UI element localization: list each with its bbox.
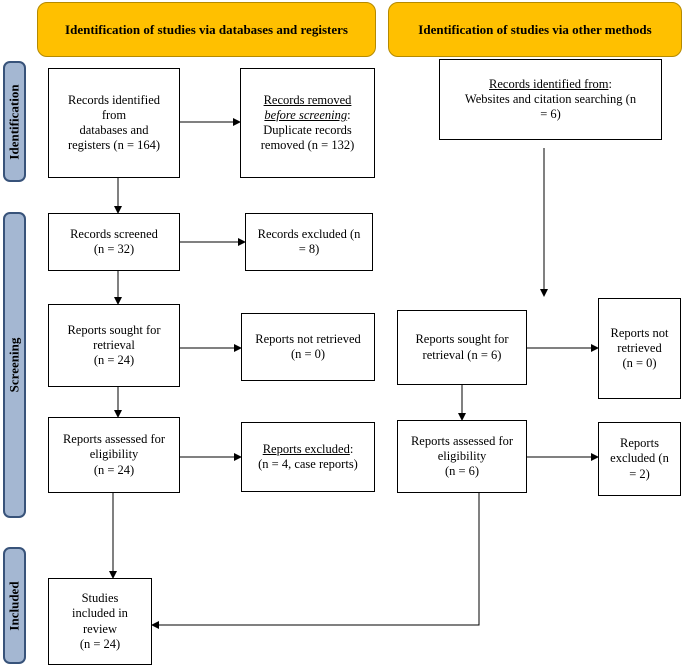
db-records-screened-box: Records screened (n = 32): [48, 213, 180, 271]
db-assessed-line1: Reports assessed for: [62, 432, 166, 447]
phase-identification: Identification: [3, 61, 26, 182]
other-reports-not-retrieved-box: Reports not retrieved (n = 0): [598, 298, 681, 399]
db-screened-line2: (n = 32): [93, 242, 135, 256]
other-assessed-line3: (n = 6): [444, 464, 480, 479]
db-records-removed-box: Records removed before screening: Duplic…: [240, 68, 375, 178]
other-sought-line2: retrieval (n = 6): [422, 347, 502, 362]
header-other-methods: Identification of studies via other meth…: [388, 2, 682, 57]
studies-included-box: Studies included in review (n = 24): [48, 578, 152, 665]
other-records-identified-box: Records identified from: Websites and ci…: [439, 59, 662, 140]
other-identified-line1: Websites and citation searching (n: [464, 91, 637, 106]
db-excluded-line1: Records excluded (n: [257, 226, 361, 241]
other-not-retrieved-line3: (n = 0): [622, 356, 657, 371]
header-databases-text: Identification of studies via databases …: [65, 21, 348, 37]
db-removed-title: Records removed: [264, 93, 352, 108]
other-identified-colon: :: [608, 76, 612, 91]
db-removed-line2: removed (n = 132): [260, 138, 355, 153]
db-sought-line3: (n = 24): [93, 353, 135, 368]
included-line3: review: [82, 621, 117, 636]
db-sought-line2: retrieval: [93, 337, 135, 352]
other-identified-title: Records identified from:: [489, 77, 612, 92]
other-assessed-line1: Reports assessed for: [410, 433, 514, 448]
db-reports-excluded-box: Reports excluded: (n = 4, case reports): [241, 422, 375, 492]
other-not-retrieved-line1: Reports not: [610, 325, 669, 340]
phase-identification-label: Identification: [6, 83, 22, 160]
db-reports-not-retrieved-box: Reports not retrieved (n = 0): [241, 313, 375, 381]
other-identified-title-text: Records identified from: [489, 76, 609, 91]
other-reports-assessed-box: Reports assessed for eligibility (n = 6): [397, 420, 527, 493]
db-reports-assessed-box: Reports assessed for eligibility (n = 24…: [48, 417, 180, 493]
arrow-other-assessed-to-included: [151, 493, 480, 629]
db-not-retrieved-line1: Reports not retrieved: [255, 331, 361, 346]
db-records-identified-box: Records identified from databases and re…: [48, 68, 180, 178]
db-sought-line1: Reports sought for: [67, 322, 161, 337]
phase-included-label: Included: [6, 580, 22, 631]
db-identified-line2: from: [101, 107, 127, 122]
db-identified-line3: databases and: [79, 123, 149, 137]
db-identified-line4: registers (n = 164): [67, 138, 161, 153]
header-other-text: Identification of studies via other meth…: [418, 21, 652, 37]
db-removed-subtitle-text: before screening: [264, 107, 348, 122]
db-removed-colon: :: [347, 107, 351, 122]
db-reports-excluded-line1: (n = 4, case reports): [258, 457, 358, 471]
db-assessed-line3: (n = 24): [93, 462, 135, 477]
db-assessed-line2: eligibility: [89, 447, 139, 462]
phase-included: Included: [3, 547, 26, 664]
other-reports-sought-box: Reports sought for retrieval (n = 6): [397, 310, 527, 385]
db-screened-line1: Records screened: [70, 226, 158, 241]
header-databases: Identification of studies via databases …: [37, 2, 376, 57]
other-excluded-line1: Reports: [620, 436, 659, 451]
db-records-excluded-box: Records excluded (n = 8): [245, 213, 373, 271]
db-reports-excluded-colon: :: [349, 441, 354, 456]
db-identified-line1: Records identified: [68, 92, 160, 107]
included-line4: (n = 24): [79, 636, 121, 651]
included-line1: Studies: [81, 591, 119, 605]
db-excluded-line2: = 8): [298, 242, 320, 256]
db-not-retrieved-line2: (n = 0): [290, 347, 326, 361]
phase-screening-label: Screening: [6, 337, 22, 393]
other-assessed-line2: eligibility: [437, 448, 487, 463]
db-reports-excluded-title: Reports excluded:: [263, 442, 354, 457]
db-removed-subtitle: before screening:: [264, 108, 350, 123]
db-reports-excluded-title-text: Reports excluded: [262, 441, 350, 456]
db-reports-sought-box: Reports sought for retrieval (n = 24): [48, 304, 180, 387]
other-sought-line1: Reports sought for: [415, 332, 509, 347]
other-excluded-line2: excluded (n: [610, 451, 669, 466]
other-reports-excluded-box: Reports excluded (n = 2): [598, 422, 681, 496]
included-line2: included in: [72, 606, 128, 621]
db-removed-line1: Duplicate records: [263, 123, 352, 137]
other-excluded-line3: = 2): [629, 466, 650, 481]
db-removed-title-text: Records removed: [263, 92, 352, 107]
other-identified-line2: = 6): [540, 107, 561, 122]
phase-screening: Screening: [3, 212, 26, 518]
other-not-retrieved-line2: retrieved: [617, 340, 662, 355]
